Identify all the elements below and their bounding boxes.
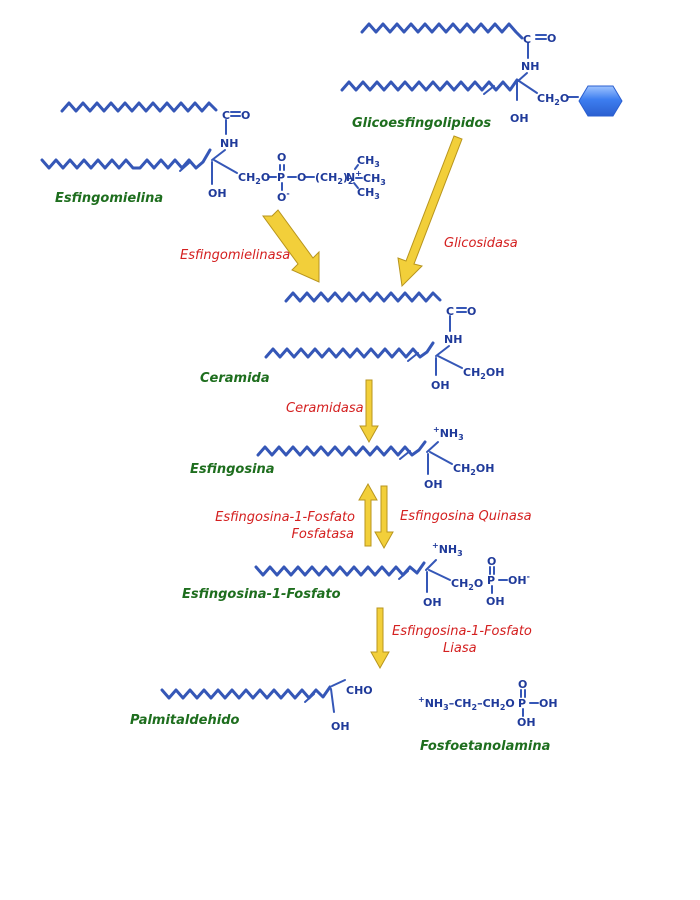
- methyl-bottom: CH3: [357, 186, 380, 201]
- carbonyl-c: C: [446, 305, 454, 318]
- enzyme-s1p-fosfatasa-line1: Esfingosina-1-Fosfato: [215, 510, 355, 525]
- phosphate-o-minus: O-: [277, 189, 290, 204]
- choline-n-plus: N+: [346, 169, 362, 184]
- palmitaldehyde-structure: CHO OH: [160, 679, 373, 733]
- ester-o: O: [297, 171, 306, 184]
- phosphate-oh-bottom: OH: [517, 716, 536, 729]
- arrow-ceramidasa: [359, 379, 379, 444]
- compound-palmitaldehido: Palmitaldehido: [130, 713, 240, 728]
- compound-esfingosina-1-fosfato: Esfingosina-1-Fosfato: [182, 587, 341, 602]
- hydroxyl-oh: OH: [431, 379, 450, 392]
- hydroxyl-oh: OH: [208, 187, 227, 200]
- enzyme-s1p-fosfatasa-line2: Fosfatasa: [291, 527, 354, 542]
- ch2oh-label: CH2OH: [453, 462, 494, 477]
- methyl-top: CH3: [357, 154, 380, 169]
- phosphate-oh-right: OH-: [508, 572, 530, 587]
- hydroxyl-oh: OH: [510, 112, 529, 125]
- compound-esfingosina: Esfingosina: [190, 462, 275, 477]
- phosphate-oh-right: OH: [539, 697, 558, 710]
- enzyme-ceramidasa: Ceramidasa: [286, 401, 364, 416]
- ch2o-label: CH2O: [537, 92, 569, 107]
- amide-nh: NH: [521, 60, 539, 73]
- ethylene-group: (CH2)2: [315, 171, 354, 186]
- arrow-esfingosina-quinasa-down: [374, 485, 394, 550]
- phosphoryl-o: O: [277, 151, 286, 164]
- methyl-mid: CH3: [363, 172, 386, 187]
- hydroxyl-oh: OH: [424, 478, 443, 491]
- amide-nh: NH: [220, 137, 238, 150]
- compound-ceramida: Ceramida: [200, 371, 270, 386]
- ammonium-nh3: +NH3: [432, 541, 463, 558]
- phosphoethanolamine-structure: +NH3–CH2–CH2O O P OH OH: [418, 678, 558, 729]
- phosphoethanolamine-chain: +NH3–CH2–CH2O: [418, 695, 515, 712]
- arrow-s1p-liasa: [370, 607, 390, 670]
- ch2o-label: CH2O: [238, 171, 270, 186]
- phosphoryl-o: O: [518, 678, 527, 691]
- phosphorus-p: P: [518, 697, 526, 710]
- compound-glicoesfingolipidos: Glicoesfingolipidos: [352, 116, 491, 131]
- ceramide-structure: C O NH OH CH2OH: [264, 291, 504, 392]
- hydroxyl-oh: OH: [331, 720, 350, 733]
- arrow-glicosidasa: [397, 135, 463, 288]
- arrow-esfingomielinasa: [262, 209, 320, 283]
- sphingomyelin-structure: C O NH OH CH2O O P O- O (CH2)2 N+ CH3 CH…: [40, 101, 386, 204]
- phosphate-oh-bottom: OH: [486, 595, 505, 608]
- sugar-hexagon: [578, 85, 623, 117]
- sphingosine-structure: +NH3 OH CH2OH: [256, 425, 494, 491]
- carbonyl-c: C: [222, 109, 230, 122]
- enzyme-s1p-liasa-line2: Liasa: [443, 641, 477, 656]
- phosphorus-p: P: [487, 574, 495, 587]
- enzyme-s1p-liasa-line1: Esfingosina-1-Fosfato: [392, 624, 532, 639]
- carbonyl-o: O: [467, 305, 476, 318]
- enzyme-glicosidasa: Glicosidasa: [444, 236, 518, 251]
- compound-fosfoetanolamina: Fosfoetanolamina: [420, 739, 550, 754]
- phosphorus-p: P: [277, 171, 285, 184]
- glycosphingolipid-structure: C O NH OH CH2O: [340, 22, 623, 125]
- compound-esfingomielina: Esfingomielina: [55, 191, 163, 206]
- aldehyde-cho: CHO: [346, 684, 373, 697]
- ch2o-label: CH2O: [451, 577, 483, 592]
- ch2oh-label: CH2OH: [463, 366, 504, 381]
- ammonium-nh3: +NH3: [433, 425, 464, 442]
- phosphoryl-o: O: [487, 555, 496, 568]
- carbonyl-c: C: [523, 33, 531, 46]
- enzyme-esfingosina-quinasa: Esfingosina Quinasa: [400, 509, 532, 524]
- arrow-s1p-fosfatasa-up: [358, 482, 378, 547]
- hydroxyl-oh: OH: [423, 596, 442, 609]
- carbonyl-o: O: [547, 32, 556, 45]
- amide-nh: NH: [444, 333, 462, 346]
- s1p-structure: +NH3 OH CH2O O P OH- OH: [254, 541, 530, 609]
- carbonyl-o: O: [241, 109, 250, 122]
- enzyme-esfingomielinasa: Esfingomielinasa: [180, 248, 290, 263]
